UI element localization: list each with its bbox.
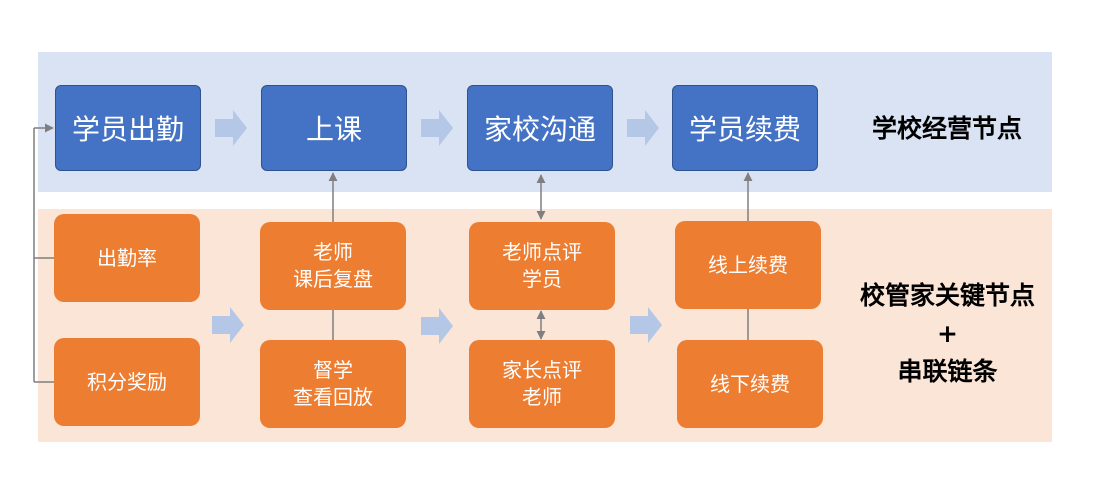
node-label: 出勤率 [97,245,157,270]
node-attendance-rate: 出勤率 [54,214,200,302]
node-home-school-communication: 家校沟通 [467,85,613,171]
key-nodes-label: 校管家关键节点 + 串联链条 [859,281,1035,386]
node-label: 家长点评 老师 [502,358,582,409]
node-label: 上课 [305,113,362,146]
flow-arrow-bottom-2 [421,308,453,344]
node-parent-comment-teacher: 家长点评 老师 [469,340,615,428]
flow-arrow-bottom-1 [212,307,244,343]
school-operation-label: 学校经营节点 [871,114,1022,143]
node-points-reward: 积分奖励 [54,338,200,426]
node-student-renewal: 学员续费 [672,85,818,171]
node-label: 学员出勤 [71,113,184,146]
node-offline-renewal: 线下续费 [677,340,823,428]
node-label: 督学 查看回放 [293,358,373,409]
node-class: 上课 [261,85,407,171]
node-student-attendance: 学员出勤 [55,85,201,171]
node-label: 积分奖励 [87,369,167,394]
node-label: 老师 课后复盘 [293,240,373,291]
flow-arrow-top-1 [215,110,247,146]
node-label: 老师点评 学员 [502,240,582,291]
node-label: 线上续费 [708,252,788,277]
node-label: 学员续费 [688,113,801,146]
node-teacher-comment-student: 老师点评 学员 [469,222,615,310]
node-teacher-review: 老师 课后复盘 [260,222,406,310]
flow-arrow-bottom-3 [630,307,662,343]
flow-arrow-top-2 [421,110,453,146]
node-label: 家校沟通 [483,113,596,146]
node-online-renewal: 线上续费 [675,221,821,309]
flow-arrow-top-3 [627,110,659,146]
node-supervise-playback: 督学 查看回放 [260,340,406,428]
node-label: 线下续费 [710,371,790,396]
